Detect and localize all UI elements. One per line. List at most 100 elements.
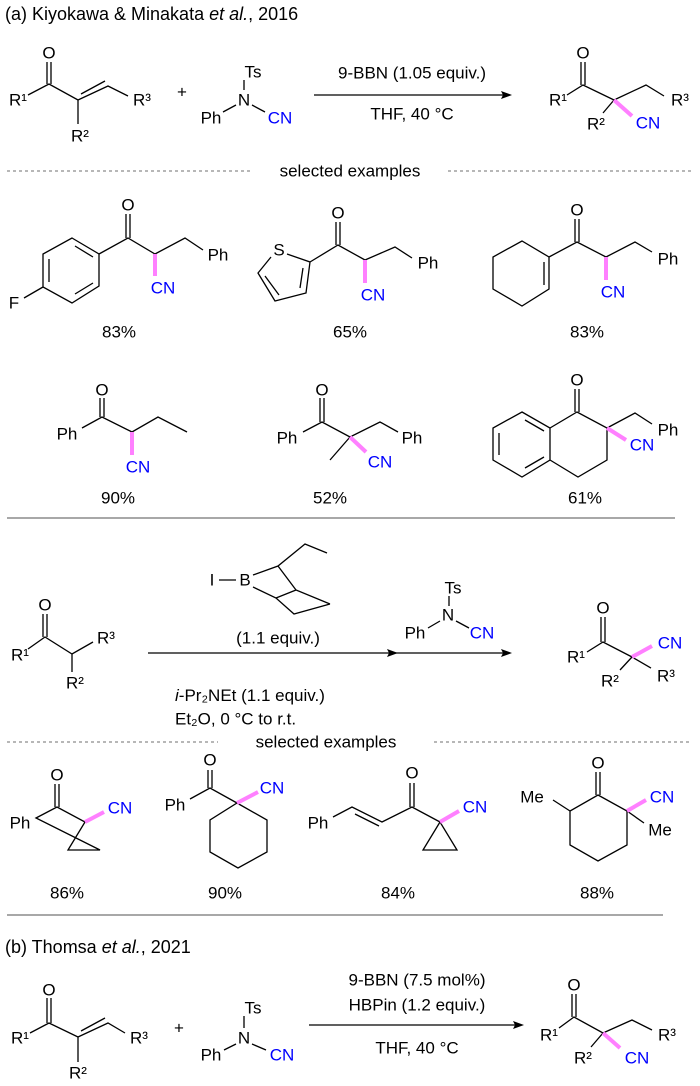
scheme3-conditions: THF, 40 °C [375, 1039, 458, 1058]
example-dimethylcyclohexanone [552, 772, 648, 862]
arrow-head [501, 649, 512, 657]
r2-label: R² [574, 1049, 592, 1068]
oxygen-label: O [121, 196, 134, 215]
scheme1-enone [27, 62, 129, 124]
fluorine-label: F [9, 294, 19, 313]
r2-label: R² [66, 674, 84, 693]
oxygen-label: O [315, 381, 328, 400]
phenyl-label: Ph [402, 429, 423, 448]
scheme2-conditions: Et₂O, 0 °C to r.t. [175, 710, 296, 729]
phenyl-label: Ph [418, 254, 439, 273]
phenyl-label: Ph [277, 429, 298, 448]
example-quaternary-methyl [302, 398, 399, 461]
scheme3-enone [29, 998, 126, 1062]
new-c-cn-bond [438, 809, 461, 824]
cyano-label: CN [463, 798, 488, 817]
oxygen-label: O [576, 44, 589, 63]
cyano-label: CN [268, 109, 293, 128]
new-c-cn-bond [612, 98, 634, 118]
cyano-label: CN [470, 624, 495, 643]
new-c-cn-bond [601, 1031, 622, 1050]
example-tetralone [492, 389, 653, 478]
scheme3-reductant: HBPin (1.2 equiv.) [349, 996, 486, 1015]
example-fluorophenyl [23, 214, 204, 304]
arrow-head [501, 91, 512, 99]
cyano-label: CN [630, 436, 655, 455]
cyano-label: CN [625, 1049, 650, 1068]
oxygen-label: O [95, 381, 108, 400]
r1-label: R¹ [549, 91, 567, 110]
cyano-label: CN [650, 788, 675, 807]
selected-examples-heading: selected examples [256, 733, 397, 752]
scheme2-arrow [148, 649, 512, 657]
section-a-title: (a) Kiyokawa & Minakata et al., 2016 [5, 4, 298, 24]
scheme3-arrow [309, 1021, 524, 1029]
scheme1-conditions-above: 9-BBN (1.05 equiv.) [338, 64, 486, 83]
oxygen-label: O [331, 204, 344, 223]
methyl-label: Me [648, 821, 672, 840]
phenyl-label: Ph [201, 1046, 222, 1065]
oxygen-label: O [405, 764, 418, 783]
cyano-label: CN [126, 458, 151, 477]
oxygen-label: O [38, 596, 51, 615]
arrow-head [387, 649, 398, 657]
r1-label: R¹ [9, 91, 27, 110]
example-thienyl [257, 222, 413, 302]
phenyl-label: Ph [10, 814, 31, 833]
selected-examples-heading: selected examples [280, 162, 421, 181]
example-ethyl [81, 398, 188, 455]
oxygen-label: O [50, 766, 63, 785]
oxygen-label: O [596, 599, 609, 618]
scheme2-reagent-equiv: (1.1 equiv.) [236, 629, 320, 648]
scheme1-arrow [314, 91, 512, 99]
molecule-bonds [257, 222, 413, 302]
section-a-authors: (a) Kiyokawa & Minakata [5, 4, 209, 24]
sulfur-label: S [273, 241, 284, 260]
yield-label: 84% [381, 884, 415, 903]
oxygen-label: O [203, 751, 216, 770]
r1-label: R¹ [567, 648, 585, 667]
molecule-bonds [34, 784, 101, 851]
r1-label: R¹ [11, 646, 29, 665]
iodine-label: I [210, 571, 215, 590]
nitrogen-label: N [238, 91, 250, 110]
tosyl-label: Ts [245, 63, 262, 82]
methyl-label: Me [520, 788, 544, 807]
boron-label: B [239, 571, 250, 590]
r2-label: R² [69, 1064, 87, 1083]
r3-label: R³ [671, 91, 689, 110]
molecule-bonds [492, 389, 653, 478]
new-c-cn-bond [631, 644, 653, 659]
plus-sign: + [174, 1019, 184, 1038]
phenyl-label: Ph [658, 250, 679, 269]
scheme1-product [566, 62, 665, 118]
yield-label: 90% [208, 884, 242, 903]
new-c-cn-bond [625, 798, 648, 813]
scheme3-cyanating-reagent [223, 1016, 267, 1051]
oxygen-label: O [591, 754, 604, 773]
section-b-authors: (b) Thomsa [5, 937, 102, 957]
molecule-bonds [189, 770, 268, 869]
scheme1-cyanating-reagent [222, 80, 266, 113]
r3-label: R³ [130, 1029, 148, 1048]
scheme2-base: i-Pr₂NEt (1.1 equiv.) [175, 686, 325, 705]
scheme2-cyanating-reagent [427, 596, 470, 629]
tosyl-label: Ts [245, 999, 262, 1018]
section-b-year: , 2021 [141, 937, 191, 957]
yield-label: 90% [101, 489, 135, 508]
molecule-bonds [302, 398, 399, 461]
scheme2-ketone [27, 614, 94, 672]
cyano-label: CN [368, 453, 393, 472]
cyano-label: CN [636, 114, 661, 133]
r3-label: R³ [97, 629, 115, 648]
tosyl-label: Ts [445, 579, 462, 598]
oxygen-label: O [42, 981, 55, 1000]
yield-label: 61% [568, 489, 602, 508]
yield-label: 88% [580, 884, 614, 903]
r2-label: R² [71, 127, 89, 146]
reagent-bonds [222, 80, 266, 113]
yield-label: 83% [570, 323, 604, 342]
section-b-title: (b) Thomsa et al., 2021 [5, 937, 191, 957]
new-c-cn-bond [348, 435, 368, 454]
